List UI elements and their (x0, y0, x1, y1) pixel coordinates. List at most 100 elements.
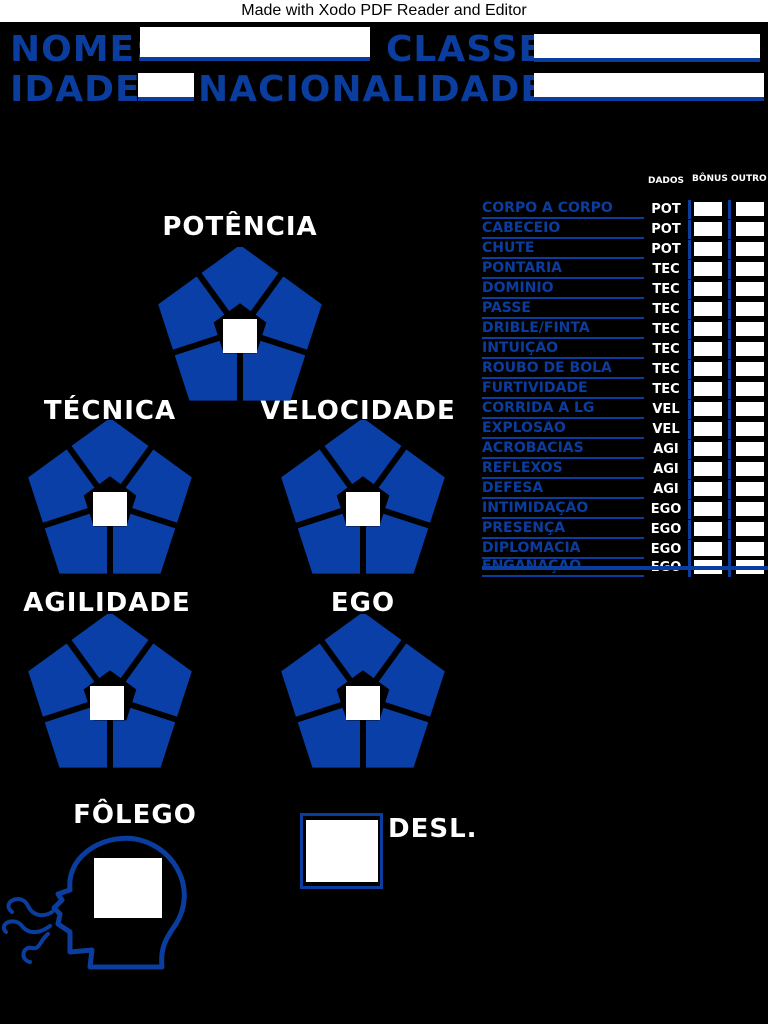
skill-dice: VEL (652, 422, 680, 437)
skill-bonus-field[interactable] (694, 382, 722, 396)
skill-bonus-field[interactable] (694, 262, 722, 276)
skill-dice: EGO (650, 542, 682, 557)
pentagon-divider (380, 507, 450, 535)
skill-other-field[interactable] (736, 522, 764, 536)
skill-other-field[interactable] (736, 262, 764, 276)
skill-bonus-field[interactable] (694, 522, 722, 536)
skill-other-field[interactable] (736, 442, 764, 456)
agilidade-title: AGILIDADE (23, 588, 191, 618)
skill-other-field[interactable] (736, 202, 764, 216)
skill-name: EXPLOSÃO (482, 420, 644, 439)
skill-name: FURTIVIDADE (482, 380, 644, 399)
column-divider (688, 280, 691, 299)
skill-bonus-field[interactable] (694, 402, 722, 416)
skill-bonus-field[interactable] (694, 302, 722, 316)
column-divider (688, 220, 691, 239)
tecnica-value-box[interactable] (93, 492, 127, 526)
skill-bonus-field[interactable] (694, 482, 722, 496)
pentagon-divider (184, 256, 232, 318)
column-divider (688, 240, 691, 259)
skill-bonus-field[interactable] (694, 422, 722, 436)
skill-bonus-field[interactable] (694, 222, 722, 236)
skill-bonus-field[interactable] (694, 362, 722, 376)
ego-title: EGO (330, 588, 396, 618)
pentagon-divider (380, 701, 450, 729)
skill-other-field[interactable] (736, 542, 764, 556)
skill-other-field[interactable] (736, 462, 764, 476)
column-divider (728, 400, 731, 419)
skill-other-field[interactable] (736, 382, 764, 396)
pentagon-divider (23, 507, 93, 535)
desl-value-box[interactable] (306, 820, 378, 882)
ego-value-box[interactable] (346, 686, 380, 720)
column-divider (728, 280, 731, 299)
skill-name: PRESENÇA (482, 520, 644, 539)
skill-bonus-field[interactable] (694, 282, 722, 296)
potencia-value-box[interactable] (223, 319, 257, 353)
col-bonus: BÔNUS (692, 174, 728, 184)
skill-bonus-field[interactable] (694, 502, 722, 516)
skill-name: PONTARIA (482, 260, 644, 279)
skill-bonus-field[interactable] (694, 442, 722, 456)
pentagon-divider (23, 701, 93, 729)
skill-other-field[interactable] (736, 302, 764, 316)
skill-bonus-field[interactable] (694, 322, 722, 336)
skill-other-field[interactable] (736, 482, 764, 496)
col-outro: OUTRO (731, 174, 767, 184)
skill-name: CORPO A CORPO (482, 200, 644, 219)
skill-other-field[interactable] (736, 342, 764, 356)
column-divider (688, 260, 691, 279)
skill-other-field[interactable] (736, 282, 764, 296)
column-divider (688, 480, 691, 499)
skill-bonus-field[interactable] (694, 342, 722, 356)
velocidade-pentagon (275, 420, 451, 576)
skill-row: EXPLOSÃO VEL (482, 420, 768, 439)
nome-field[interactable] (140, 27, 370, 61)
pentagon-divider (307, 429, 355, 491)
column-divider (688, 380, 691, 399)
column-divider (728, 360, 731, 379)
pentagon-divider (257, 334, 327, 362)
skill-other-field[interactable] (736, 222, 764, 236)
watermark: Made with Xodo PDF Reader and Editor (0, 0, 768, 22)
desl-label: DESL. (388, 814, 478, 844)
skill-bonus-field[interactable] (694, 542, 722, 556)
column-divider (728, 320, 731, 339)
classe-field[interactable] (534, 34, 760, 62)
skill-bonus-field[interactable] (694, 462, 722, 476)
pentagon-divider (276, 701, 346, 729)
skill-other-field[interactable] (736, 402, 764, 416)
skill-other-field[interactable] (736, 322, 764, 336)
skill-other-field[interactable] (736, 422, 764, 436)
skill-bonus-field[interactable] (694, 242, 722, 256)
nacionalidade-field[interactable] (534, 73, 764, 101)
potencia-title: POTÊNCIA (162, 212, 318, 242)
column-divider (688, 460, 691, 479)
idade-field[interactable] (138, 73, 194, 101)
agilidade-pentagon (22, 614, 198, 770)
column-divider (688, 540, 691, 559)
skill-other-field[interactable] (736, 242, 764, 256)
skill-other-field[interactable] (736, 362, 764, 376)
breathing-head-icon (0, 832, 200, 982)
pentagon-divider (127, 701, 197, 729)
folego-value-box[interactable] (94, 858, 162, 918)
skill-bonus-field[interactable] (694, 202, 722, 216)
column-divider (688, 340, 691, 359)
pentagon-divider (153, 334, 223, 362)
column-divider (688, 420, 691, 439)
skill-dice: TEC (652, 342, 680, 357)
column-divider (688, 500, 691, 519)
velocidade-value-box[interactable] (346, 492, 380, 526)
agilidade-value-box[interactable] (90, 686, 124, 720)
skill-other-field[interactable] (736, 502, 764, 516)
